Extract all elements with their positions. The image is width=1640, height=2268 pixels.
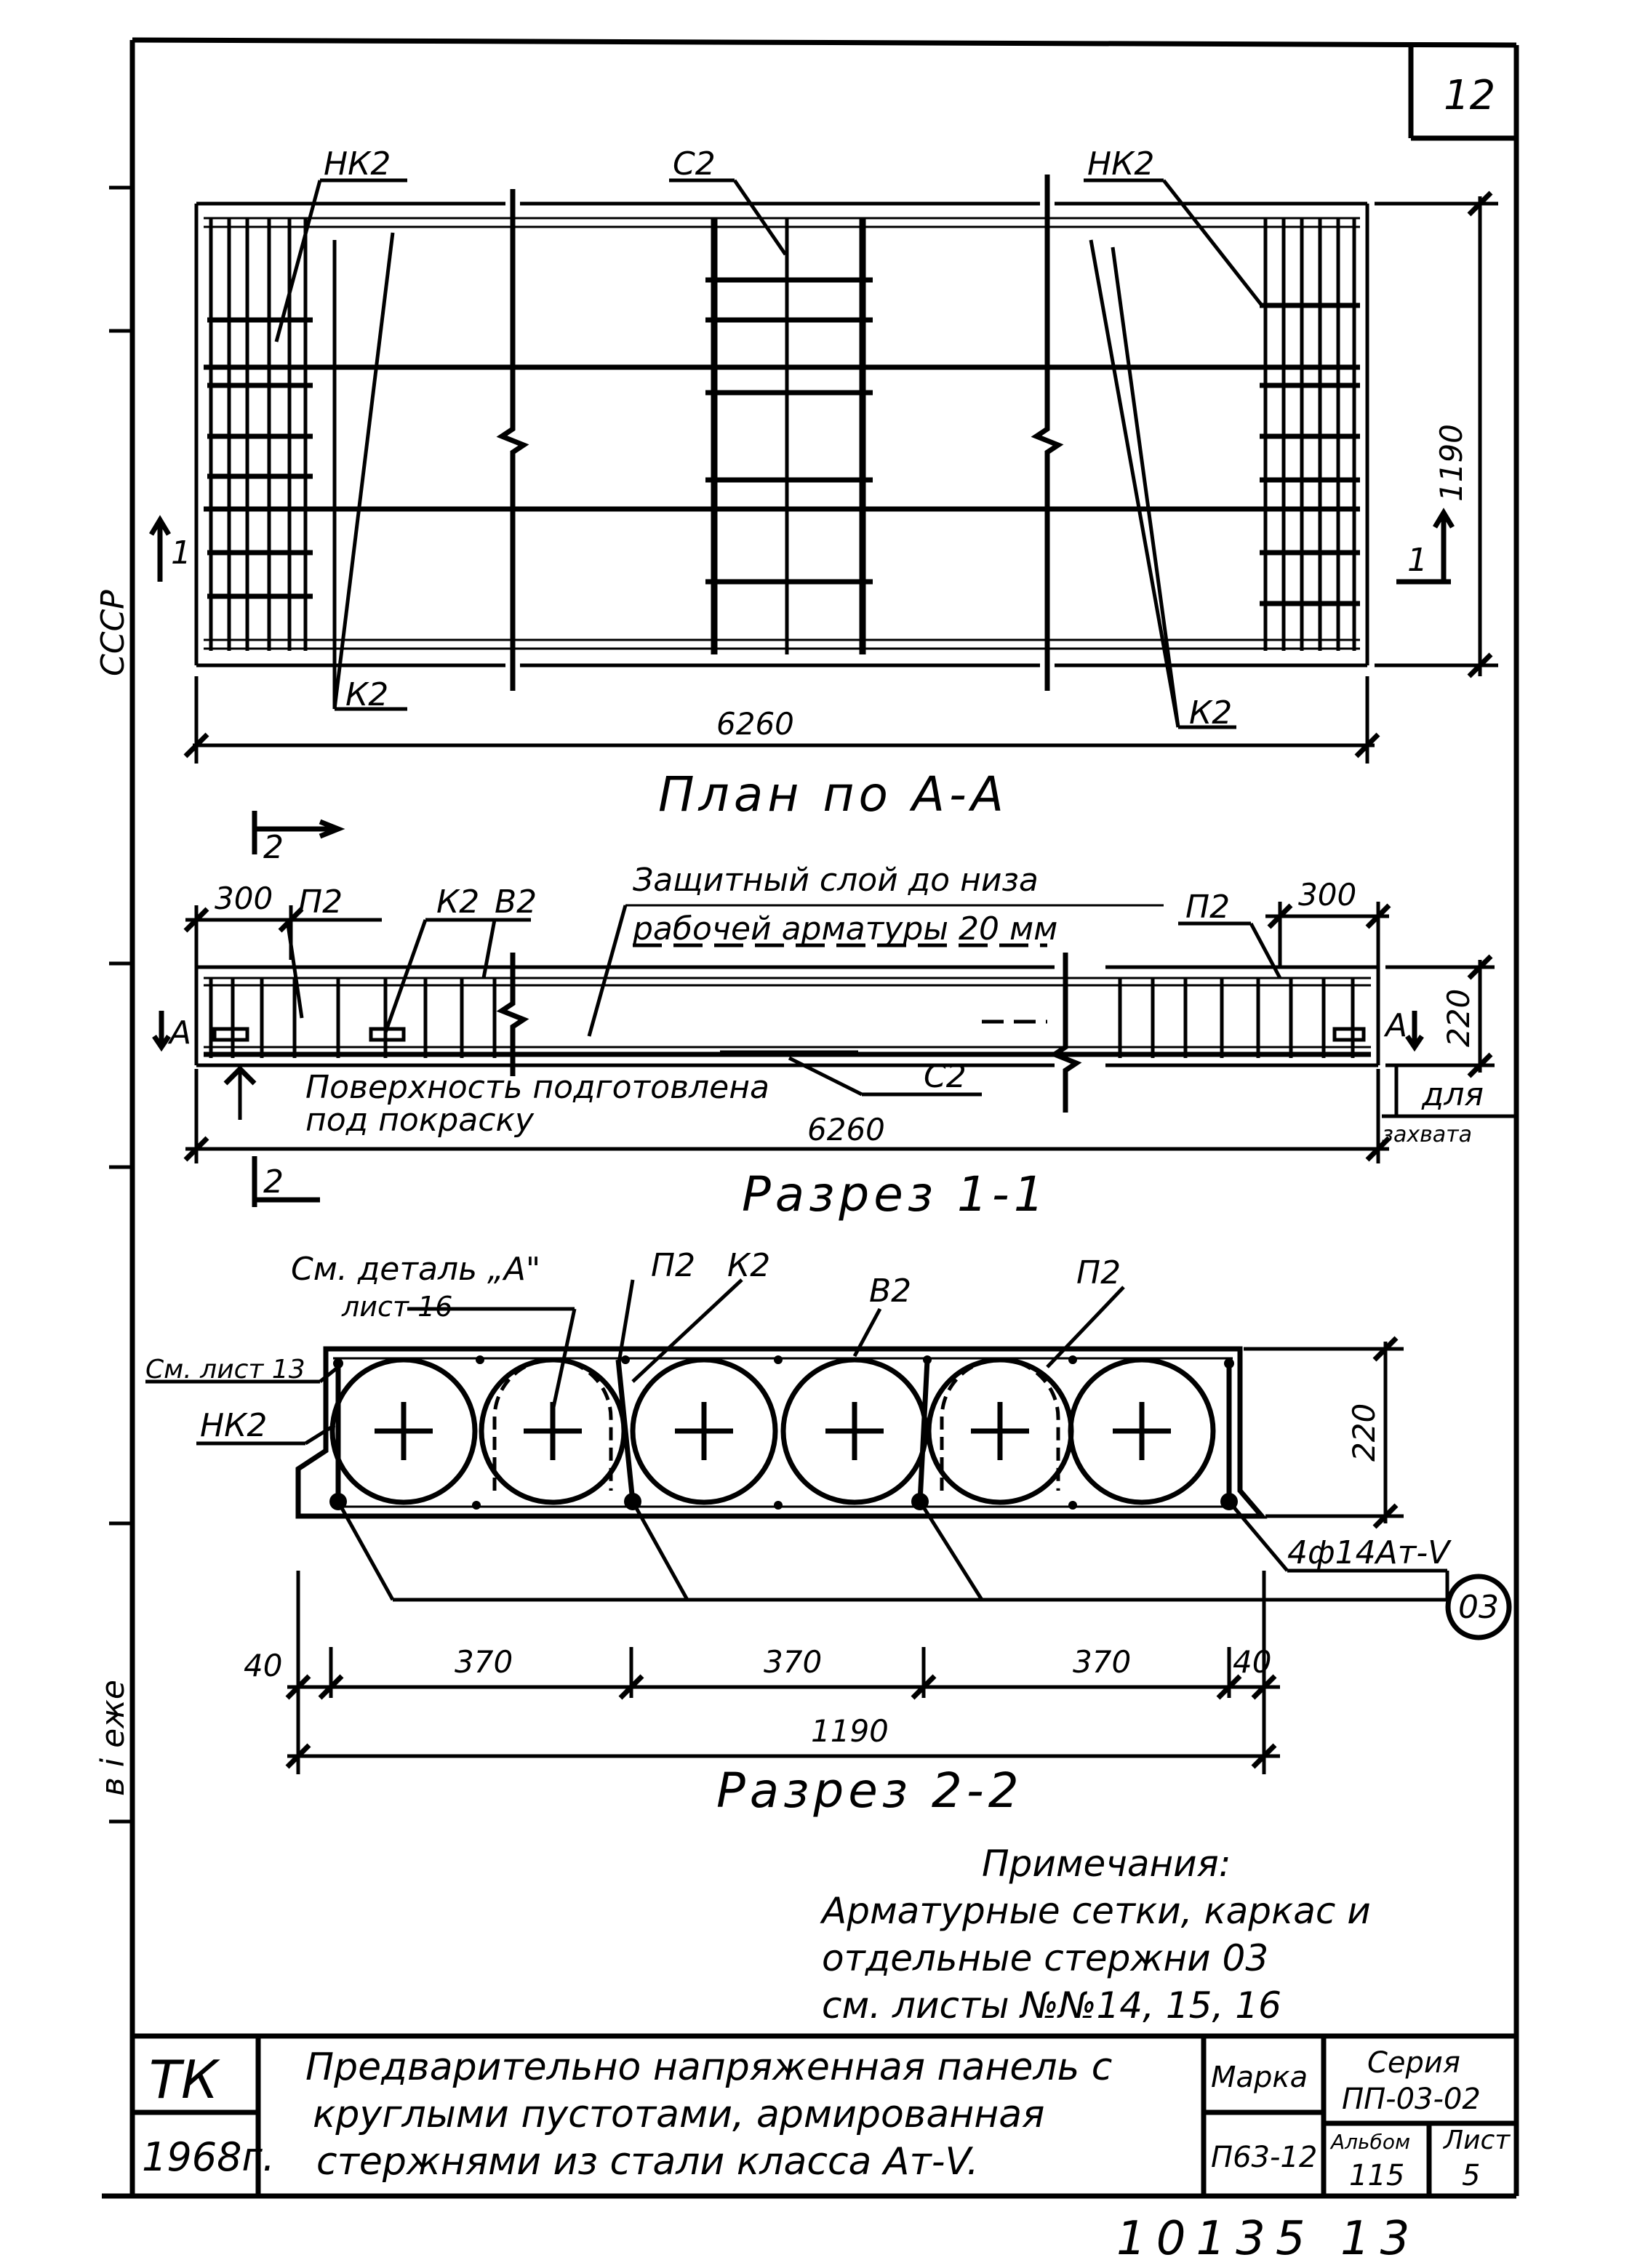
section-1-1-dim-end-left: 300 — [215, 881, 273, 916]
section-2-2-dim-height: 220 — [1346, 1403, 1382, 1462]
section-1-1-label-a-left: А — [167, 1014, 191, 1051]
notes-line1: Арматурные сетки, каркас и — [820, 1890, 1371, 1932]
section-1-1-title: Разрез 1-1 — [742, 1166, 1049, 1222]
section-2-2-detail-ref-line2: лист 16 — [341, 1291, 452, 1323]
plan-title: План по А-А — [658, 766, 1008, 822]
section-2-2-dimension-height — [1244, 1336, 1404, 1529]
section-2-2-position-mark: 03 — [1458, 1589, 1499, 1626]
section-1-1-cover-note-line2: рабочей арматуры 20 мм — [632, 910, 1057, 947]
section-1-1-dimension-height — [1385, 954, 1495, 1078]
plan-section-mark-left: 1 — [171, 534, 191, 572]
section-2-2-label-p2-right: П2 — [1076, 1254, 1121, 1291]
section-1-1-dim-end-right: 300 — [1298, 877, 1356, 913]
section-1-1-cage-left — [209, 978, 497, 1058]
section-2-2-dim-span1: 370 — [455, 1644, 513, 1680]
title-block-year: 1968г. — [142, 2134, 275, 2180]
plan-label-nk2-right: НК2 — [1087, 145, 1154, 183]
section-1-1-dim-length: 6260 — [807, 1112, 885, 1147]
notes-line3: см. листы №№14, 15, 16 — [822, 1984, 1281, 2027]
section-1-1: 2 2 — [152, 811, 1516, 1222]
title-block-album-value: 115 — [1349, 2159, 1404, 2192]
section-1-1-grip-note-line2: захвата — [1382, 1122, 1472, 1147]
section-1-1-cut-mark-bottom: 2 — [263, 1163, 284, 1201]
plan-view: НК2 С2 НК2 К2 К2 1 1 6260 — [148, 145, 1498, 822]
section-2-2-dim-width: 1190 — [811, 1713, 889, 1749]
section-2-2-dim-edge-left: 40 — [244, 1648, 282, 1683]
section-2-2-label-v2: В2 — [869, 1273, 911, 1310]
plan-leaders — [274, 178, 1263, 729]
plan-label-k2-left: К2 — [345, 676, 388, 713]
plan-mesh-nk2-left — [207, 218, 313, 651]
section-2-2-label-k2: К2 — [727, 1247, 770, 1284]
title-block-mark-value: П63-12 — [1211, 2141, 1317, 2174]
section-1-1-dim-height: 220 — [1441, 989, 1476, 1047]
plan-dim-width: 1190 — [1433, 424, 1469, 502]
section-1-1-label-p2-left: П2 — [298, 883, 343, 921]
section-2-2-title: Разрез 2-2 — [716, 1763, 1023, 1819]
title-block-series-value: ПП-03-02 — [1342, 2083, 1481, 2116]
title-block-org: ТК — [149, 2049, 220, 2110]
section-2-2-label-nk2: НК2 — [200, 1407, 267, 1444]
plan-label-k2-right: К2 — [1189, 694, 1232, 732]
side-label-top: СССР — [95, 590, 132, 676]
section-2-2: См. деталь „А" лист 16 П2 К2 В2 П2 См. л… — [145, 1247, 1512, 1819]
title-block-sheet-value: 5 — [1462, 2159, 1480, 2192]
inventory-number: 10135 13 — [1116, 2212, 1420, 2266]
plan-label-nk2-left: НК2 — [324, 145, 391, 183]
title-block-title-line2: круглыми пустотами, армированная — [313, 2093, 1044, 2136]
plan-mesh-nk2-right — [1260, 218, 1360, 651]
section-2-2-label-bars: 4ф14Ат-V — [1287, 1534, 1452, 1571]
section-1-1-grip-note-line1: для — [1421, 1076, 1484, 1113]
title-block-title-line3: стержнями из стали класса Ат-V. — [316, 2140, 979, 2184]
sheet-number: 12 — [1444, 72, 1495, 119]
plan-section-marks — [148, 508, 1455, 585]
title-block-series-label: Серия — [1367, 2046, 1460, 2080]
sheet-frame — [102, 37, 1519, 2199]
section-1-1-cover-note-line1: Защитный слой до низа — [633, 862, 1039, 899]
section-1-1-label-v2: В2 — [495, 883, 537, 921]
title-block-album-label: Альбом — [1329, 2130, 1410, 2154]
section-1-1-label-a-right: А — [1383, 1007, 1407, 1044]
title-block: ТК 1968г. Предварительно напряженная пан… — [132, 2033, 1516, 2196]
section-2-2-label-p2-left: П2 — [651, 1247, 695, 1284]
section-2-2-voids — [329, 1357, 1216, 1505]
section-1-1-cage-right — [1118, 978, 1366, 1058]
side-label-bottom: в і еже — [95, 1680, 132, 1796]
position-mark-circle — [1445, 1574, 1512, 1640]
title-block-sheet-label: Лист — [1442, 2125, 1511, 2155]
notes: Примечания: Арматурные сетки, каркас и о… — [820, 1843, 1371, 2027]
plan-section-mark-right: 1 — [1407, 542, 1428, 579]
section-1-1-cut-mark-top: 2 — [263, 829, 284, 866]
section-2-2-dimension-chain — [285, 1571, 1280, 1774]
title-block-title-line1: Предварительно напряженная панель с — [305, 2045, 1112, 2089]
plan-dim-length: 6260 — [716, 706, 794, 742]
section-1-1-label-p2-right: П2 — [1185, 889, 1230, 926]
section-2-2-dim-edge-right: 40 — [1233, 1644, 1271, 1680]
section-1-1-label-k2: К2 — [436, 883, 479, 921]
section-1-1-surface-note-line2: под покраску — [305, 1102, 535, 1139]
plan-dimension-length — [183, 676, 1380, 764]
section-1-1-surface-note-line1: Поверхность подготовлена — [305, 1069, 769, 1106]
section-1-1-label-c2: С2 — [924, 1058, 967, 1095]
notes-line2: отдельные стержни 03 — [822, 1937, 1268, 1979]
title-block-mark-label: Марка — [1211, 2061, 1308, 2094]
section-2-2-label-sheet13-ref: См. лист 13 — [145, 1355, 305, 1385]
section-2-2-leaders — [145, 1278, 1449, 1602]
sheet-number-box: 12 — [1408, 45, 1516, 141]
section-2-2-detail-ref-line1: См. деталь „А" — [291, 1251, 540, 1288]
plan-dimension-width — [1375, 191, 1498, 678]
section-1-1-dimensions-ends — [183, 902, 1391, 967]
plan-mesh-c2 — [705, 218, 873, 654]
section-2-2-dim-span2: 370 — [764, 1644, 822, 1680]
plan-label-c2: С2 — [673, 145, 716, 183]
section-1-1-dimension-length — [183, 1069, 1391, 1163]
notes-heading: Примечания: — [982, 1843, 1231, 1885]
section-2-2-dim-span3: 370 — [1073, 1644, 1131, 1680]
